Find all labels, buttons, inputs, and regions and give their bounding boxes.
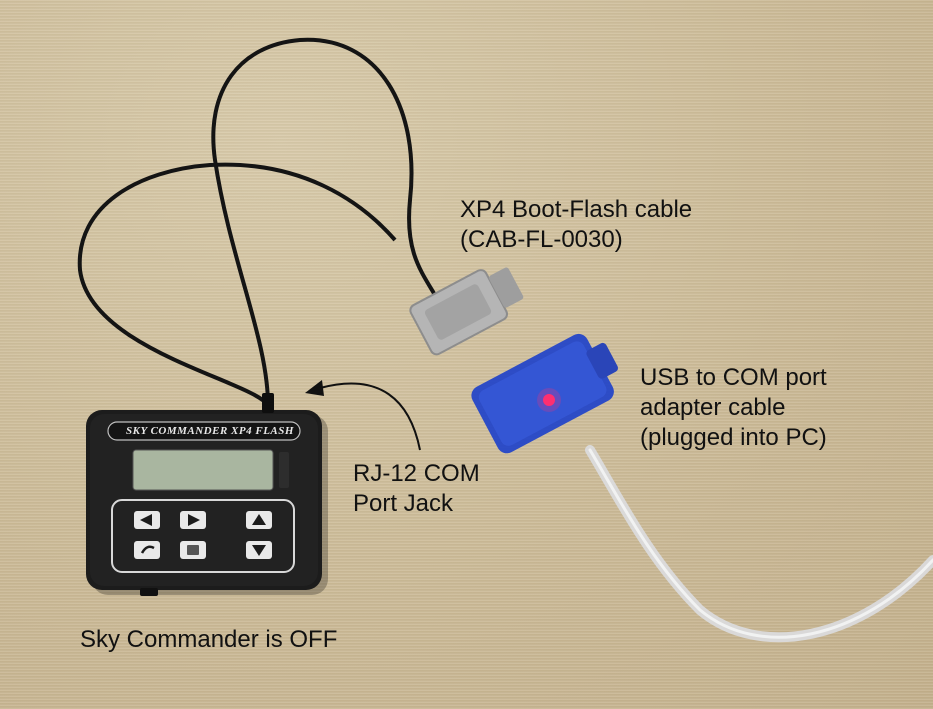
- usb-adapter-label-line3: (plugged into PC): [640, 424, 827, 451]
- device-brand-text: SKY COMMANDER XP4 FLASH: [126, 425, 294, 437]
- usb-adapter-label-line1: USB to COM port: [640, 364, 827, 391]
- db9-connector: [409, 267, 524, 356]
- flash-cable-label-line2: (CAB-FL-0030): [460, 226, 623, 253]
- rj12-label-line2: Port Jack: [353, 490, 454, 517]
- flash-cable: [211, 37, 437, 406]
- rj12-label: RJ-12 COM Port Jack: [353, 459, 480, 519]
- device-status-label: Sky Commander is OFF: [80, 626, 338, 653]
- rj12-arrow: [319, 382, 421, 451]
- rj12-label-line1: RJ-12 COM: [353, 460, 480, 487]
- lcd-screen: [132, 449, 274, 491]
- usb-adapter-label-line2: adapter cable: [640, 394, 786, 421]
- adapter-led: [543, 394, 555, 406]
- flash-cable-label-line1: XP4 Boot-Flash cable: [460, 196, 693, 223]
- usb-cable: [585, 445, 933, 643]
- enter-button: [134, 541, 160, 559]
- flash-cable-label: XP4 Boot-Flash cable (CAB-FL-0030): [460, 195, 692, 255]
- usb-adapter-label: USB to COM port adapter cable (plugged i…: [640, 363, 827, 453]
- usb-adapter: [471, 333, 619, 454]
